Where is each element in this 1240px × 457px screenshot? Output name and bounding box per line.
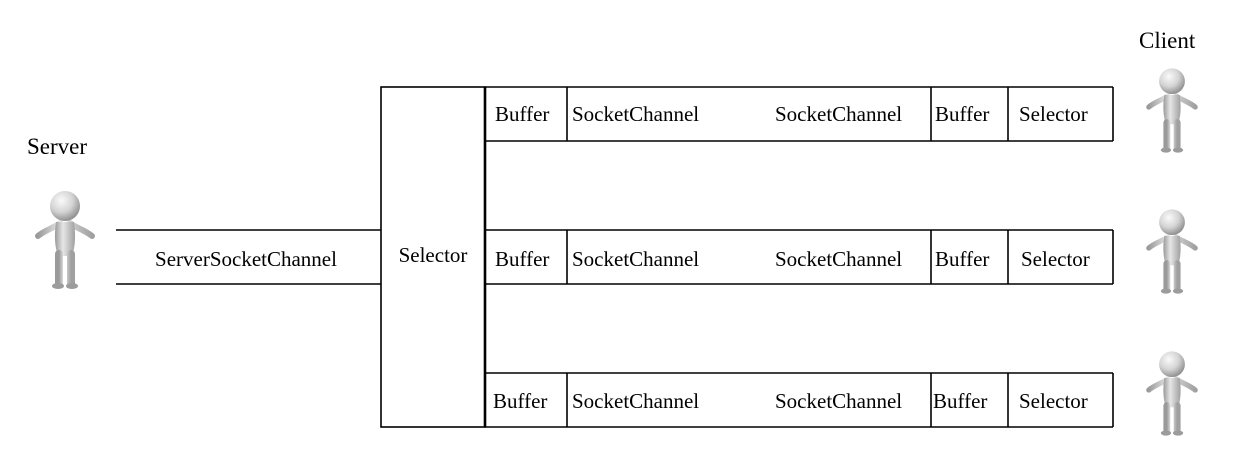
server-socket-channel-label: SocketChannel (572, 389, 699, 413)
server-socket-channel-label: SocketChannel (572, 247, 699, 271)
server-buffer-label: Buffer (493, 389, 547, 413)
server-selector-label: Selector (399, 243, 468, 267)
server-person-icon (38, 191, 92, 289)
connection-row: Buffer SocketChannel SocketChannel Buffe… (485, 229, 1114, 285)
client-label: Client (1139, 28, 1196, 53)
server-buffer-label: Buffer (495, 102, 549, 126)
server-channel-label: ServerSocketChannel (155, 247, 337, 271)
client-socket-channel-label: SocketChannel (775, 389, 902, 413)
client-buffer-label: Buffer (933, 389, 987, 413)
server-socket-channel-label: SocketChannel (572, 102, 699, 126)
client-person-icon (1149, 68, 1195, 152)
client-person-icon (1149, 209, 1195, 293)
client-selector-label: Selector (1021, 247, 1090, 271)
client-socket-channel-label: SocketChannel (775, 102, 902, 126)
server-buffer-label: Buffer (495, 247, 549, 271)
connection-row: Buffer SocketChannel SocketChannel Buffe… (485, 372, 1114, 428)
server-label: Server (27, 134, 87, 159)
connection-row: Buffer SocketChannel SocketChannel Buffe… (485, 86, 1114, 142)
client-buffer-label: Buffer (935, 102, 989, 126)
client-socket-channel-label: SocketChannel (775, 247, 902, 271)
client-person-icon (1149, 351, 1195, 435)
client-selector-label: Selector (1019, 102, 1088, 126)
client-buffer-label: Buffer (935, 247, 989, 271)
client-selector-label: Selector (1019, 389, 1088, 413)
